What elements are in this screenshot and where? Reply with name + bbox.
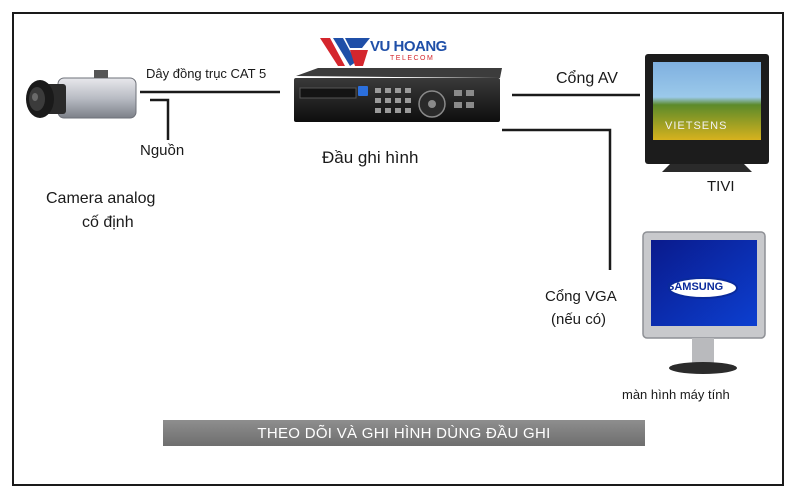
tv-brand-label: VIETSENS: [665, 120, 728, 132]
caption-banner: THEO DÕI VÀ GHI HÌNH DÙNG ĐẦU GHI: [163, 420, 645, 446]
cable-label: Dây đồng trục CAT 5: [146, 66, 267, 81]
monitor-label: màn hình máy tính: [622, 387, 730, 402]
camera-icon: [26, 70, 137, 119]
logo-brand-text: VU HOANG: [370, 38, 447, 55]
connection-lines: [140, 90, 640, 270]
camera-label-line1: Camera analog: [46, 190, 156, 207]
dvr-icon: [294, 68, 502, 122]
power-cable: [150, 98, 170, 140]
tv-icon: [645, 54, 769, 172]
dvr-label: Đầu ghi hình: [322, 148, 419, 167]
logo-mark-icon: [320, 38, 370, 66]
logo-sub-text: TELECOM: [390, 55, 435, 62]
cable-dvr-monitor: [502, 128, 612, 270]
av-port-label: Cổng AV: [556, 70, 618, 87]
vga-port-label-line1: Cổng VGA: [545, 288, 617, 305]
camera-label-line2: cố định: [82, 214, 134, 231]
power-label: Nguồn: [140, 142, 185, 159]
company-logo: VU HOANG TELECOM: [318, 34, 448, 74]
diagram-frame: [12, 12, 784, 486]
monitor-icon: [642, 231, 766, 374]
monitor-brand-label: SAMSUNG: [667, 281, 724, 293]
tv-label: TIVI: [707, 178, 735, 195]
vga-port-label-line2: (nếu có): [551, 311, 607, 328]
